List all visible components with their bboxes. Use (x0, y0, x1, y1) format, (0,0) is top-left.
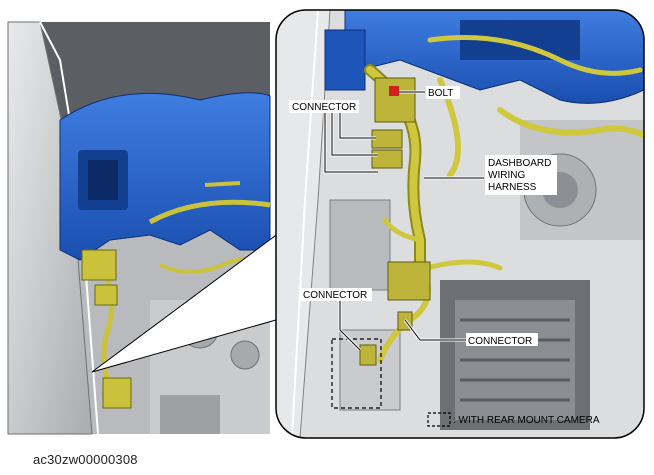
leader-lines (323, 90, 484, 352)
detail-frame (275, 9, 645, 439)
svg-text:DASHBOARD: DASHBOARD (488, 158, 551, 169)
detail-connectors (359, 77, 431, 366)
figure-id: ac30zw00000308 (33, 452, 138, 467)
svg-text:CONNECTOR: CONNECTOR (468, 336, 532, 347)
svg-text:HARNESS: HARNESS (488, 182, 537, 193)
svg-text:CONNECTOR: CONNECTOR (303, 290, 367, 301)
svg-text:BOLT: BOLT (428, 88, 453, 99)
legend-dashed-box (427, 412, 451, 427)
overview-connector-block (81, 249, 117, 281)
detail-view: CONNECTOR BOLT DASHBOARD WIRING HARNESS … (275, 9, 645, 439)
overview-view (7, 21, 284, 435)
bolt-marker (389, 86, 399, 96)
svg-text:WIRING: WIRING (488, 170, 525, 181)
callout-bolt: BOLT (426, 86, 460, 99)
a-pillar (7, 21, 93, 435)
callout-connector-top: CONNECTOR (289, 100, 359, 113)
overview-harness (148, 199, 271, 225)
dashboard-member (59, 92, 271, 261)
legend: : WITH REAR MOUNT CAMERA (427, 412, 600, 427)
callout-connector-right: CONNECTOR (466, 333, 538, 347)
callout-harness: DASHBOARD WIRING HARNESS (485, 155, 557, 195)
callout-connector-left: CONNECTOR (300, 288, 372, 301)
legend-text: : WITH REAR MOUNT CAMERA (453, 415, 600, 426)
rear-camera-region (331, 338, 382, 409)
svg-text:CONNECTOR: CONNECTOR (292, 102, 356, 113)
